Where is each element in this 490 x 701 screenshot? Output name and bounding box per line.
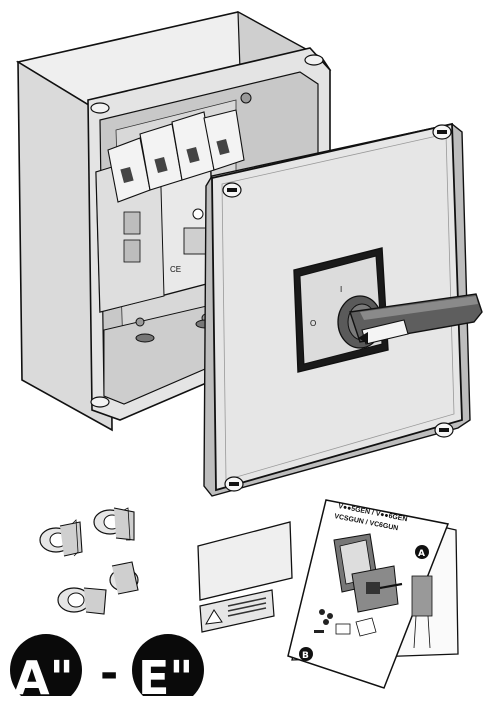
enclosure-screw-top-right (304, 54, 324, 66)
lid-screw-top-right (432, 124, 452, 140)
model-badge-right-label: E" (138, 651, 193, 696)
warning-label (199, 589, 275, 633)
rotary-handle-assembly: I O (293, 247, 483, 373)
lid-screw-top-left (222, 182, 242, 198)
switch-off-label: O (310, 319, 316, 328)
model-badge-left-label: A" (14, 651, 74, 696)
model-badge-left-circle (10, 634, 82, 701)
cable-gland-2 (93, 507, 135, 541)
blank-label (197, 521, 293, 601)
enclosure-screw-top-left (90, 102, 110, 114)
manual-badge-b-label: B (302, 651, 309, 661)
manual-badge-a (415, 545, 429, 559)
model-badge-right-circle (132, 634, 204, 701)
lid-screw-bottom-right (434, 422, 454, 438)
hazard-triangle-icon (205, 609, 223, 625)
cable-gland-4 (57, 587, 107, 615)
enclosure-screw-bottom-left (90, 396, 110, 408)
instruction-manual: V●●5GEN / V●●6GEN VCSGUN / VC6GUN A B (287, 499, 459, 689)
model-range-badge: A" - E" (10, 634, 204, 701)
manual-badge-b (299, 647, 313, 661)
lid-screw-bottom-left (224, 476, 244, 492)
manual-badge-a-label: A (418, 549, 425, 559)
cable-gland-1 (39, 519, 83, 557)
switch-on-label: I (340, 285, 342, 294)
model-badge-separator: - (100, 648, 118, 696)
cable-glands (39, 507, 139, 615)
ce-mark: CE (170, 265, 181, 274)
cable-gland-3 (109, 561, 139, 595)
